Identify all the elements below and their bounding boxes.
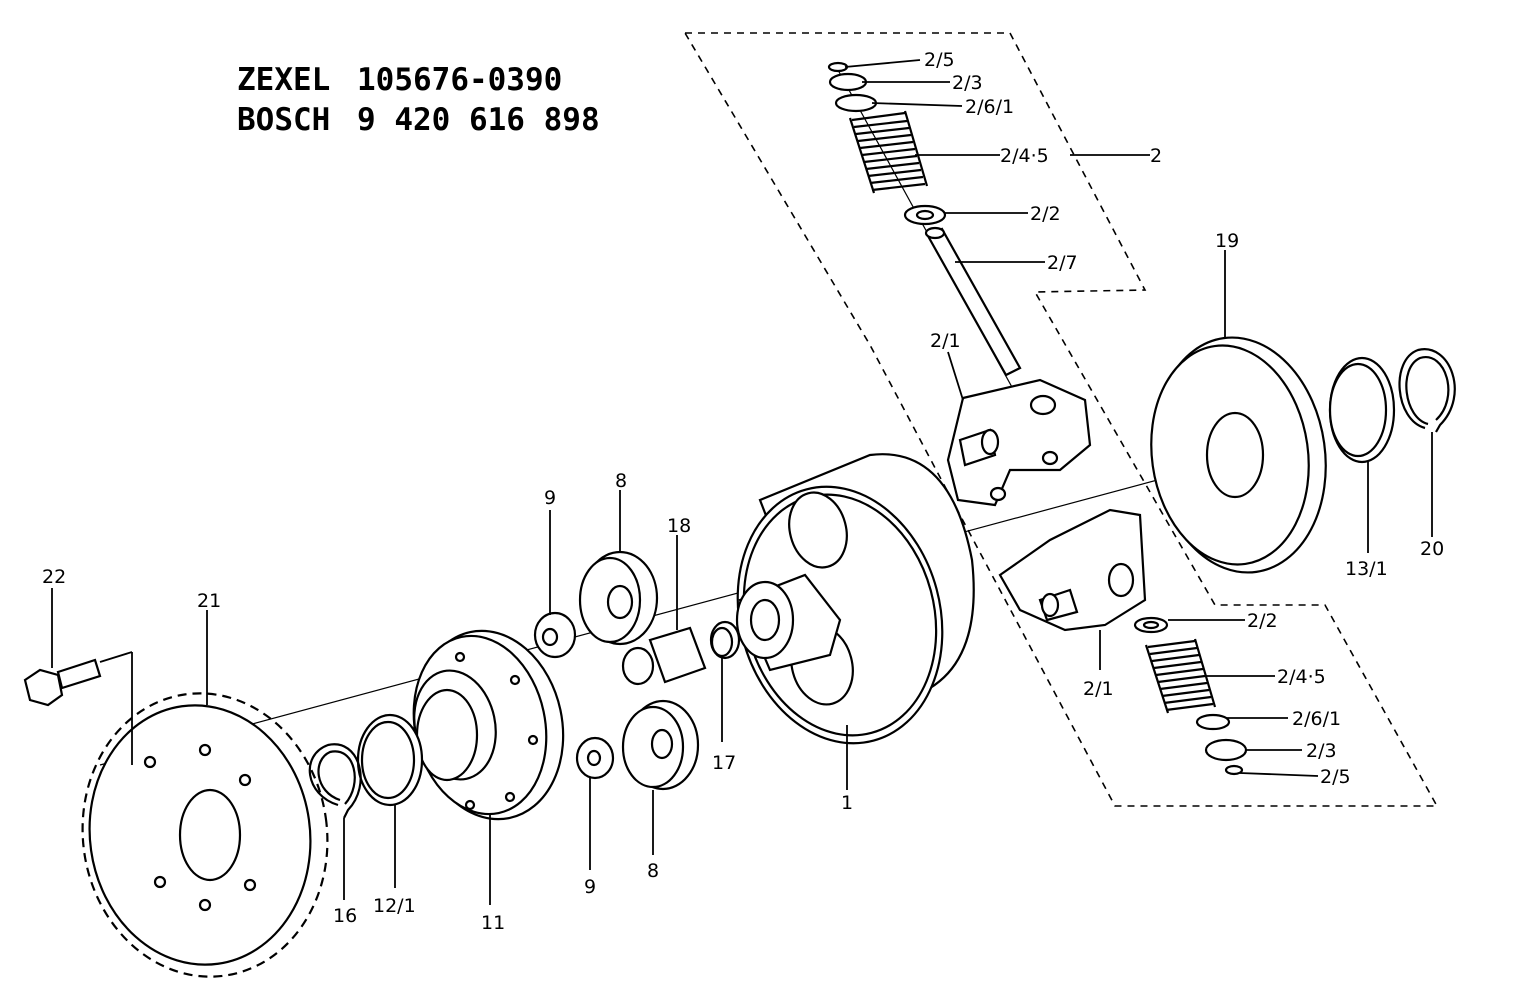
label-1: 1 <box>841 792 854 814</box>
bottom-spring <box>1144 638 1217 714</box>
label-2-1-bottom: 2/1 <box>1083 678 1114 700</box>
gear-21 <box>81 692 329 978</box>
label-8-bottom: 8 <box>647 860 660 882</box>
label-18: 18 <box>667 515 692 537</box>
axis-line-main <box>99 454 1251 766</box>
leader-lines <box>51 59 1433 905</box>
label-2-6-1-top: 2/6/1 <box>965 96 1015 118</box>
label-2-3-bottom: 2/3 <box>1306 740 1337 762</box>
label-8-top: 8 <box>615 470 628 492</box>
zexel-part-number: 105676-0390 <box>357 62 563 98</box>
upper-weight <box>946 378 1092 507</box>
label-2-4-5-top: 2/4·5 <box>1000 145 1049 167</box>
top-spring <box>848 110 929 194</box>
bush-9-top <box>533 611 577 659</box>
label-12-1: 12/1 <box>373 895 416 917</box>
lower-weight <box>998 508 1147 632</box>
label-19: 19 <box>1215 230 1240 252</box>
label-2-2-bottom: 2/2 <box>1247 610 1278 632</box>
housing-1 <box>735 453 975 745</box>
label-2-5-bottom: 2/5 <box>1320 766 1351 788</box>
washer-8-top <box>578 550 659 646</box>
label-2-5-top: 2/5 <box>924 49 955 71</box>
label-16: 16 <box>333 905 358 927</box>
circlip-20 <box>1398 348 1456 433</box>
bosch-part-number: 9 420 616 898 <box>357 102 600 138</box>
spring-ring-17 <box>709 620 741 660</box>
label-2: 2 <box>1150 145 1163 167</box>
ring-12-1 <box>356 713 424 807</box>
pin-18 <box>621 626 707 686</box>
bottom-valve-stack <box>1133 616 1248 776</box>
circlip-16 <box>308 743 362 819</box>
label-2-2-top: 2/2 <box>1030 203 1061 225</box>
hub-11 <box>412 629 565 821</box>
label-21: 21 <box>197 590 222 612</box>
assembly-2-boundary <box>683 32 1439 807</box>
label-9-top: 9 <box>544 487 557 509</box>
label-2-6-1-bottom: 2/6/1 <box>1292 708 1342 730</box>
bosch-brand: BOSCH <box>237 102 331 138</box>
bush-9-bottom <box>575 736 615 780</box>
label-11: 11 <box>481 912 506 934</box>
label-22: 22 <box>42 566 67 588</box>
bolt-22 <box>23 651 133 765</box>
disc-19 <box>1150 336 1327 574</box>
label-13-1: 13/1 <box>1345 558 1388 580</box>
label-9-bottom: 9 <box>584 876 597 898</box>
washer-8-bottom <box>621 699 700 791</box>
ring-13-1 <box>1328 356 1396 464</box>
label-17: 17 <box>712 752 737 774</box>
label-2-1-top: 2/1 <box>930 330 961 352</box>
label-2-3-top: 2/3 <box>952 72 983 94</box>
zexel-brand: ZEXEL <box>237 62 331 98</box>
label-20: 20 <box>1420 538 1445 560</box>
top-valve-stack <box>827 61 1022 377</box>
label-2-4-5-bottom: 2/4·5 <box>1277 666 1326 688</box>
label-2-7: 2/7 <box>1047 252 1078 274</box>
